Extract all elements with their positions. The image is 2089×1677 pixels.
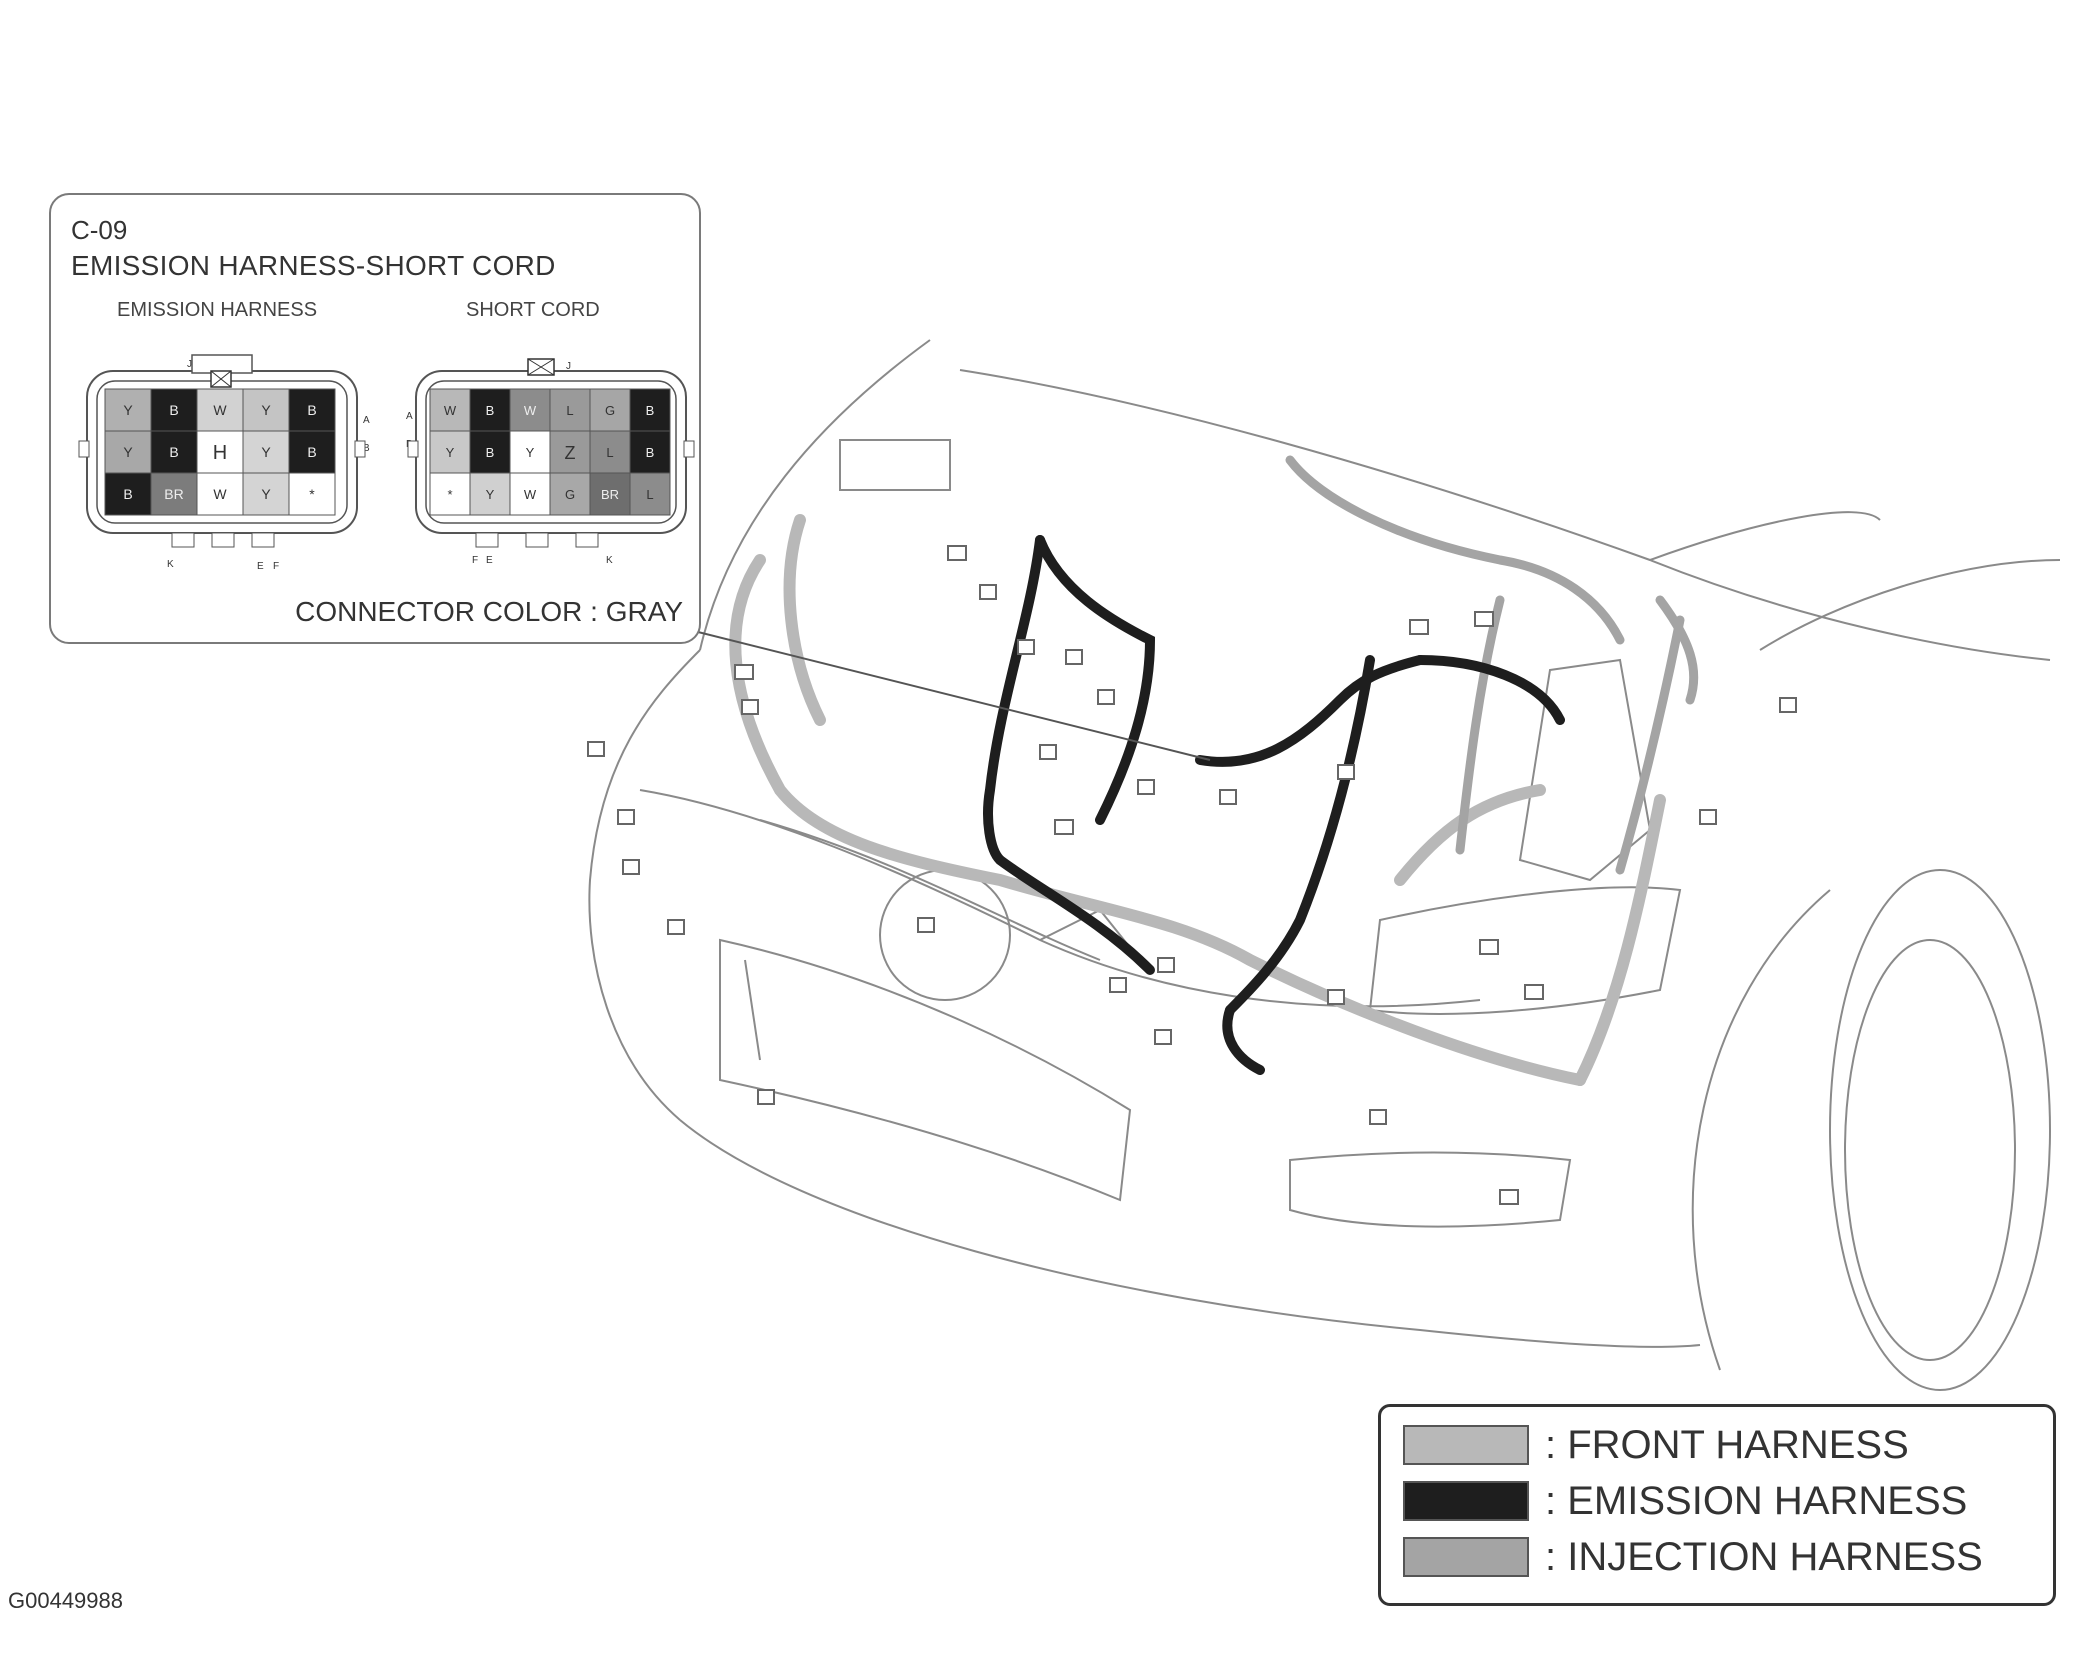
emission-harness-route — [983, 535, 1565, 1075]
legend-label: : FRONT HARNESS — [1545, 1422, 1909, 1467]
pin-letter: F — [472, 555, 478, 566]
pin-label: W — [213, 486, 227, 502]
pin-label: B — [307, 402, 316, 418]
figure-id: G00449988 — [8, 1588, 123, 1613]
pin-label: W — [524, 403, 537, 418]
legend-item-front-harness: : FRONT HARNESS — [1403, 1422, 1909, 1467]
pin-label: L — [606, 445, 613, 460]
pin-label: B — [646, 445, 655, 460]
front-harness-swatch — [1403, 1425, 1529, 1465]
pin-label: G — [605, 403, 615, 418]
pin-label: B — [646, 403, 655, 418]
pin-label: H — [213, 442, 227, 464]
pin-label: Z — [565, 443, 576, 463]
pin-label: L — [566, 403, 573, 418]
pin-label: BR — [601, 487, 619, 502]
connector-color-note: CONNECTOR COLOR : GRAY — [295, 596, 683, 627]
pin-label: Y — [261, 486, 271, 502]
pin-letter: F — [273, 561, 279, 572]
short-cord-label: SHORT CORD — [466, 299, 600, 321]
pin-label: B — [169, 402, 178, 418]
pin-label: B — [486, 403, 495, 418]
legend-label: : INJECTION HARNESS — [1545, 1534, 1983, 1579]
pin-label: B — [307, 444, 316, 460]
connector-blocks — [587, 545, 1797, 1205]
pin-letter: A — [363, 415, 370, 426]
legend-item-emission-harness: : EMISSION HARNESS — [1403, 1478, 1968, 1523]
pin-letter: J — [187, 359, 192, 370]
pin-label: G — [565, 487, 575, 502]
pin-label: B — [486, 445, 495, 460]
pin-label: Y — [486, 487, 495, 502]
pin-letter: A — [406, 411, 413, 422]
pin-label: Y — [261, 402, 271, 418]
emission-harness-connector: J A B K E F Y B W — [78, 354, 370, 572]
pin-label: B — [169, 444, 178, 460]
injection-harness-route — [1285, 455, 1699, 875]
emission-harness-swatch — [1403, 1481, 1529, 1521]
connector-title: EMISSION HARNESS-SHORT CORD — [71, 250, 556, 281]
pin-label: Y — [526, 445, 535, 460]
pin-letter: E — [257, 561, 264, 572]
short-cord-connector: J A B F E K — [406, 358, 695, 566]
pin-letter: K — [167, 559, 174, 570]
inset-leader-line — [689, 629, 1211, 761]
pin-label: B — [123, 486, 132, 502]
pin-label: * — [309, 486, 315, 502]
pin-label: L — [646, 487, 653, 502]
pin-label: W — [524, 487, 537, 502]
injection-harness-swatch — [1403, 1537, 1529, 1577]
legend-item-injection-harness: : INJECTION HARNESS — [1403, 1534, 1983, 1579]
pin-label: W — [213, 402, 227, 418]
pin-label: Y — [446, 445, 455, 460]
pin-label: Y — [123, 402, 133, 418]
connector-inset-panel: C-09 EMISSION HARNESS-SHORT CORD EMISSIO… — [49, 193, 701, 644]
emission-harness-label: EMISSION HARNESS — [117, 299, 318, 321]
connector-id: C-09 — [71, 215, 128, 245]
pin-label: Y — [261, 444, 271, 460]
pin-label: W — [444, 403, 457, 418]
legend-label: : EMISSION HARNESS — [1545, 1478, 1968, 1523]
front-harness-route — [729, 514, 1666, 1086]
pin-letter: J — [566, 361, 571, 372]
pin-label: * — [447, 487, 452, 502]
pin-label: BR — [164, 486, 183, 502]
pin-label: Y — [123, 444, 133, 460]
pin-letter: K — [606, 555, 613, 566]
pin-letter: E — [486, 555, 493, 566]
harness-legend: : FRONT HARNESS : EMISSION HARNESS : INJ… — [1378, 1404, 2056, 1606]
pin-letter: B — [363, 443, 370, 454]
